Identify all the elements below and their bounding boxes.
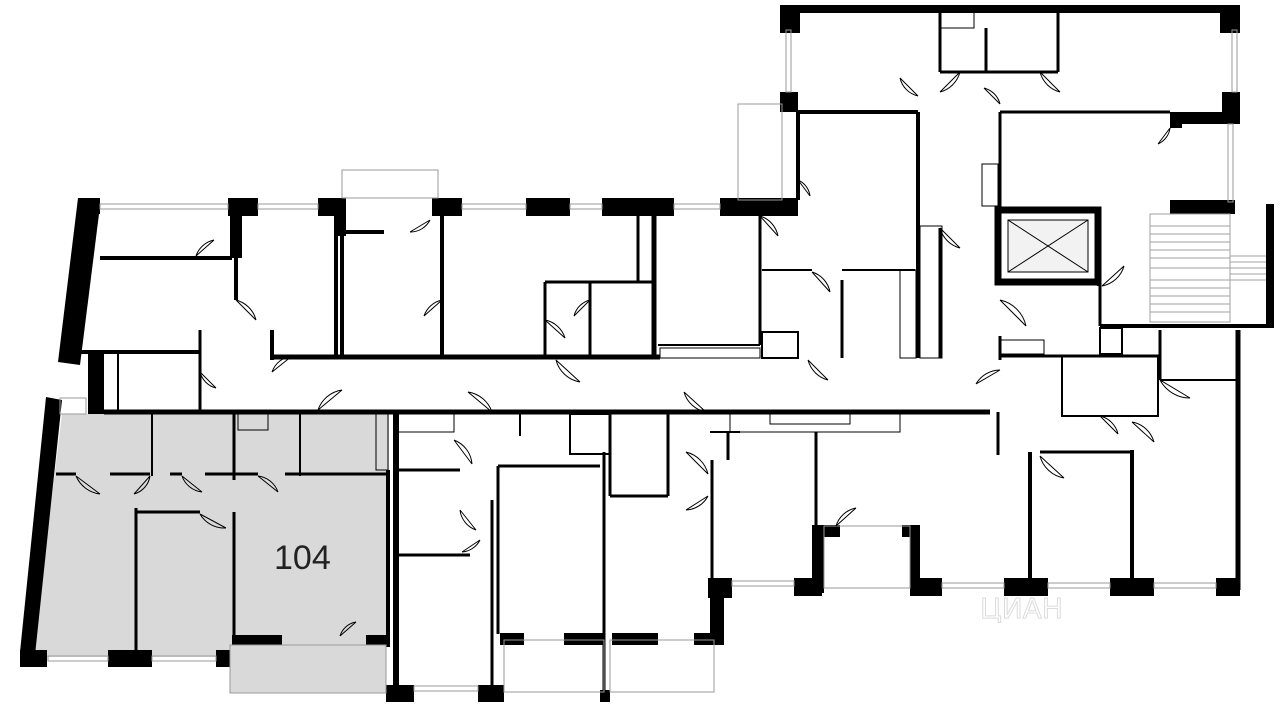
stairs-icon [1149, 213, 1266, 323]
windows [47, 29, 1238, 694]
watermark: ЦИАН [980, 592, 1063, 625]
unit-104-area[interactable] [33, 414, 389, 692]
elevator-icon [1007, 219, 1089, 273]
doors [75, 71, 1191, 637]
interior-walls [56, 11, 1266, 692]
unit-104[interactable] [33, 414, 389, 692]
unit-number-label: 104 [274, 539, 331, 577]
exterior-walls [20, 5, 1274, 702]
